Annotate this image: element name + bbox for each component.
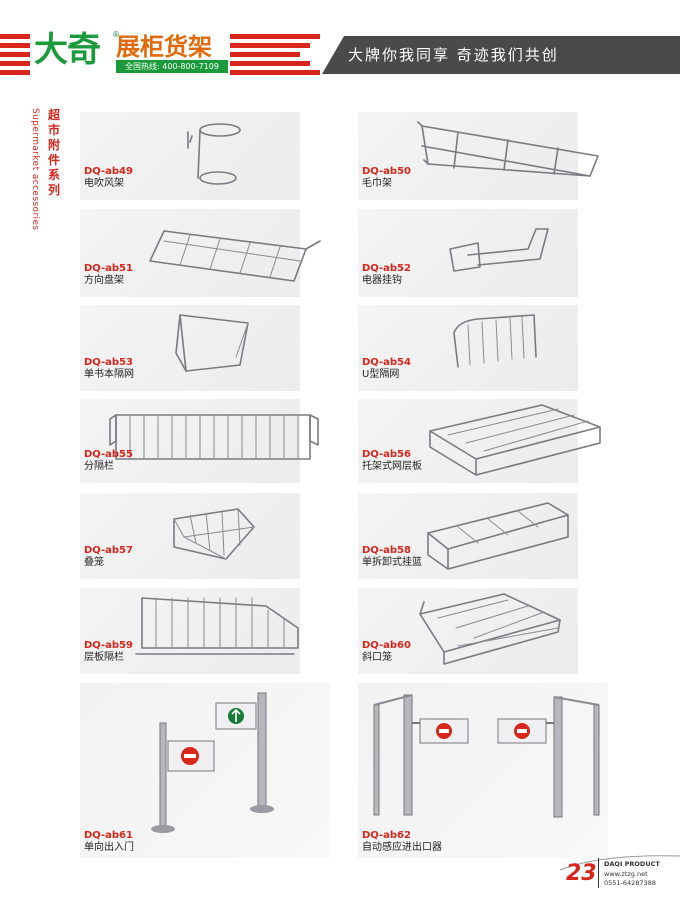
product-name: 单向出入门 — [84, 842, 134, 853]
footer-phone: 0551-64287388 — [604, 879, 656, 887]
product-name: 自动感应进出口器 — [362, 842, 442, 853]
product-code: DQ-ab58 — [362, 545, 411, 556]
product-image — [151, 692, 274, 833]
product-image — [419, 593, 561, 665]
product-image — [109, 414, 319, 460]
product-code: DQ-ab50 — [362, 166, 411, 177]
hotline: 全国热线: 400-800-7109 — [116, 60, 228, 73]
product-code: DQ-ab56 — [362, 449, 411, 460]
product-name: 层板隔栏 — [84, 652, 124, 663]
product-code: DQ-ab53 — [84, 357, 133, 368]
product-image — [417, 121, 599, 177]
slogan: 大牌你我同享 奇迹我们共创 — [348, 46, 559, 64]
slogan-band — [322, 36, 680, 74]
product-name: 叠笼 — [84, 557, 104, 568]
side-title-cn: 超市附件系列 — [47, 108, 60, 197]
product-name: 方向盘架 — [84, 275, 124, 286]
product-image — [427, 502, 569, 570]
footer-divider — [598, 858, 599, 888]
logo-main: 大奇 — [34, 30, 101, 70]
product-name: 电器挂钩 — [362, 275, 402, 286]
product-name: 毛巾架 — [362, 178, 392, 189]
product-image — [187, 123, 241, 185]
product-name: 单书本隔网 — [84, 369, 134, 380]
product-image — [173, 508, 255, 560]
product-code: DQ-ab55 — [84, 449, 133, 460]
product-code: DQ-ab51 — [84, 263, 133, 274]
side-title-en: Supermarket accessories — [30, 108, 40, 231]
product-image — [149, 230, 321, 282]
product-name: U型隔网 — [362, 369, 400, 380]
product-code: DQ-ab54 — [362, 357, 411, 368]
product-name: 单拆卸式挂篮 — [362, 557, 422, 568]
page-number: 23 — [566, 861, 597, 886]
product-image — [175, 314, 249, 372]
logo-registered-mark: ® — [112, 30, 120, 39]
product-image — [135, 597, 299, 655]
product-code: DQ-ab61 — [84, 830, 133, 841]
product-code: DQ-ab49 — [84, 166, 133, 177]
product-code: DQ-ab59 — [84, 640, 133, 651]
product-name: 斜口笼 — [362, 652, 392, 663]
product-image — [453, 314, 537, 368]
product-image — [429, 404, 601, 476]
logo-sub: 展柜货架 — [116, 33, 212, 61]
footer-brand: DAQI PRODUCT — [604, 860, 660, 868]
product-code: DQ-ab60 — [362, 640, 411, 651]
footer-website: www.ztzg.net — [604, 870, 648, 878]
product-code: DQ-ab62 — [362, 830, 411, 841]
product-name: 托架式网层板 — [362, 461, 422, 472]
footer-curve — [560, 855, 680, 871]
product-name: 电吹风架 — [84, 178, 124, 189]
product-name: 分隔栏 — [84, 461, 114, 472]
product-code: DQ-ab52 — [362, 263, 411, 274]
product-code: DQ-ab57 — [84, 545, 133, 556]
product-image — [373, 694, 600, 818]
product-image — [449, 228, 549, 272]
